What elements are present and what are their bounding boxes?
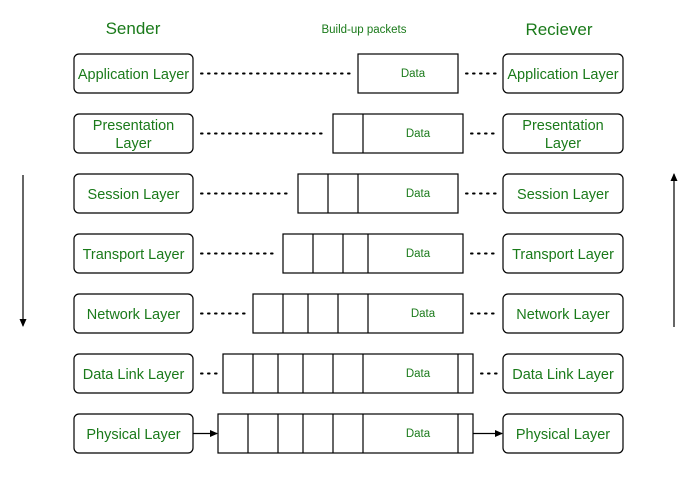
sender-layer-label: Transport Layer bbox=[83, 247, 185, 263]
receiver-layer-label: Application Layer bbox=[507, 67, 618, 83]
data-label: Data bbox=[406, 248, 431, 260]
sender-layer-label: Session Layer bbox=[88, 187, 180, 203]
packet-box bbox=[297, 173, 459, 214]
packet-box bbox=[357, 53, 459, 94]
sender-layer-label: Application Layer bbox=[78, 67, 189, 83]
data-label: Data bbox=[406, 128, 431, 140]
packets-heading: Build-up packets bbox=[321, 24, 406, 36]
receiver-layer-label: Session Layer bbox=[517, 187, 609, 203]
receiver-heading: Reciever bbox=[525, 20, 592, 39]
receiver-layer-box bbox=[502, 413, 624, 454]
packet-box bbox=[222, 353, 474, 394]
receiver-layer-box bbox=[502, 53, 624, 94]
sender-layer-box bbox=[73, 353, 194, 394]
data-label: Data bbox=[411, 308, 436, 320]
receiver-layer-box bbox=[502, 353, 624, 394]
sender-layer-box bbox=[73, 53, 194, 94]
receiver-layer-box bbox=[502, 113, 624, 154]
receiver-layer-label: Physical Layer bbox=[516, 427, 610, 443]
receiver-layer-box bbox=[502, 293, 624, 334]
data-label: Data bbox=[401, 68, 426, 80]
layer-row: Data Link Layer Data Link Layer Data bbox=[73, 353, 624, 394]
sender-heading: Sender bbox=[106, 19, 161, 38]
receiver-layer-label: Data Link Layer bbox=[512, 367, 614, 383]
packet-box bbox=[252, 293, 464, 334]
sender-layer-label: Network Layer bbox=[87, 307, 181, 323]
sender-layer-box bbox=[73, 113, 194, 154]
data-label: Data bbox=[406, 428, 431, 440]
data-label: Data bbox=[406, 368, 431, 380]
sender-layer-box bbox=[73, 173, 194, 214]
receiver-layer-label: Network Layer bbox=[516, 307, 610, 323]
receiver-layer-box bbox=[502, 173, 624, 214]
packet-box bbox=[217, 413, 474, 454]
packet-box bbox=[332, 113, 464, 154]
layer-row: Application Layer Application Layer Data bbox=[73, 53, 624, 94]
sender-layer-label: Physical Layer bbox=[86, 427, 180, 443]
receiver-layer-label: Transport Layer bbox=[512, 247, 614, 263]
receiver-layer-box bbox=[502, 233, 624, 274]
data-label: Data bbox=[406, 188, 431, 200]
layer-row: Physical Layer Physical Layer Data bbox=[73, 413, 624, 454]
sender-layer-box bbox=[73, 293, 194, 334]
sender-layer-label: Data Link Layer bbox=[83, 367, 185, 383]
sender-layer-box bbox=[73, 233, 194, 274]
layer-row: Session Layer Session Layer Data bbox=[73, 173, 624, 214]
packet-box bbox=[282, 233, 464, 274]
layer-row: Network Layer Network Layer Data bbox=[73, 293, 624, 334]
layer-row: Transport Layer Transport Layer Data bbox=[73, 233, 624, 274]
